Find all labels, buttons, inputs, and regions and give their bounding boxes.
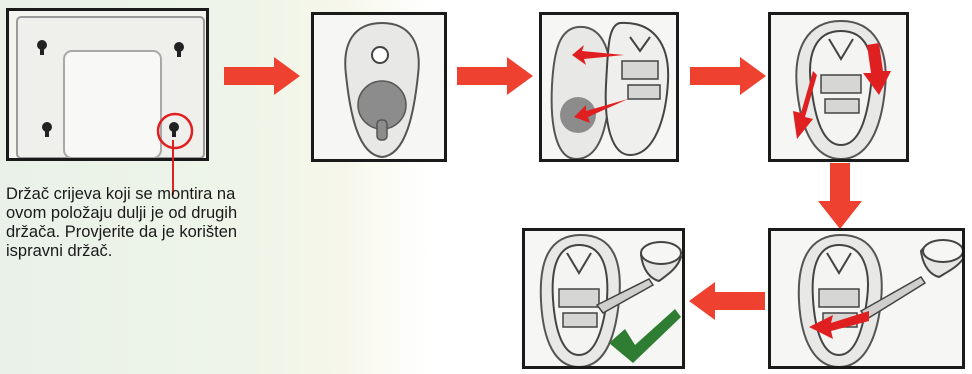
- note-line: ispravni držač.: [6, 242, 356, 261]
- arrow-right: [457, 57, 533, 95]
- arrow-right: [224, 57, 300, 95]
- step-hose-insert: [768, 228, 965, 369]
- step-holder-plate: [311, 12, 447, 162]
- step-complete: [522, 228, 685, 369]
- step-clip-attach: [539, 12, 679, 162]
- arrow-down: [818, 163, 862, 229]
- arrow-right: [690, 57, 766, 95]
- note-line: Držač crijeva koji se montira na: [6, 185, 356, 204]
- instruction-note: Držač crijeva koji se montira na ovom po…: [6, 185, 356, 261]
- note-line: držača. Provjerite da je korišten: [6, 223, 356, 242]
- arrow-left: [689, 282, 765, 320]
- step-appliance-back: [6, 8, 209, 161]
- note-line: ovom položaju dulji je od drugih: [6, 204, 356, 223]
- step-slide-down: [768, 12, 909, 162]
